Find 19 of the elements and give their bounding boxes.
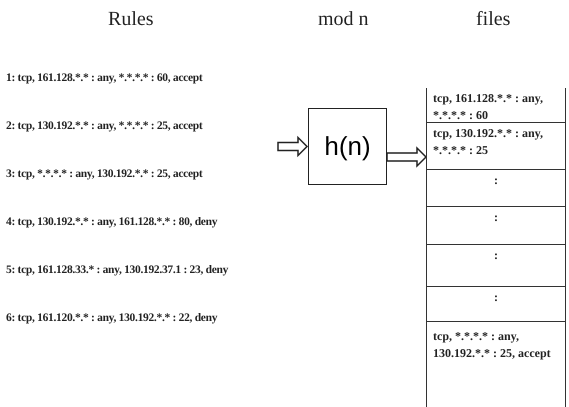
rule-text: 1: tcp, 161.128.*.* : any, *.*.*.* : 60, accept: [6, 72, 202, 84]
rule-text: 4: tcp, 130.192.*.* : any, 161.128.*.* : 80, deny: [6, 216, 218, 228]
column-heading: Rules: [108, 8, 154, 31]
block-arrow: [386, 146, 428, 168]
file-entry: :: [427, 207, 565, 245]
rule-text: 6: tcp, 161.120.*.* : any, 130.192.*.* : 22, deny: [6, 312, 218, 324]
file-table: [426, 88, 566, 407]
file-entry: :: [427, 287, 565, 322]
rule-text: 5: tcp, 161.128.33.* : any, 130.192.37.1 : 23, deny: [6, 264, 228, 276]
hash-function-box: h(n): [308, 108, 387, 185]
file-entry: tcp, 130.192.*.* : any, *.*.*.* : 25: [427, 123, 565, 170]
file-entry: tcp, *.*.*.* : any, 130.192.*.* : 25, accept: [427, 322, 565, 407]
rule-text: 2: tcp, 130.192.*.* : any, *.*.*.* : 25, accept: [6, 120, 202, 132]
file-entry: :: [427, 170, 565, 207]
column-heading: files: [476, 8, 510, 31]
rule-text: 3: tcp, *.*.*.* : any, 130.192.*.* : 25, accept: [6, 168, 202, 180]
column-heading: mod n: [318, 8, 369, 31]
file-entry: :: [427, 245, 565, 287]
block-arrow: [277, 136, 308, 158]
